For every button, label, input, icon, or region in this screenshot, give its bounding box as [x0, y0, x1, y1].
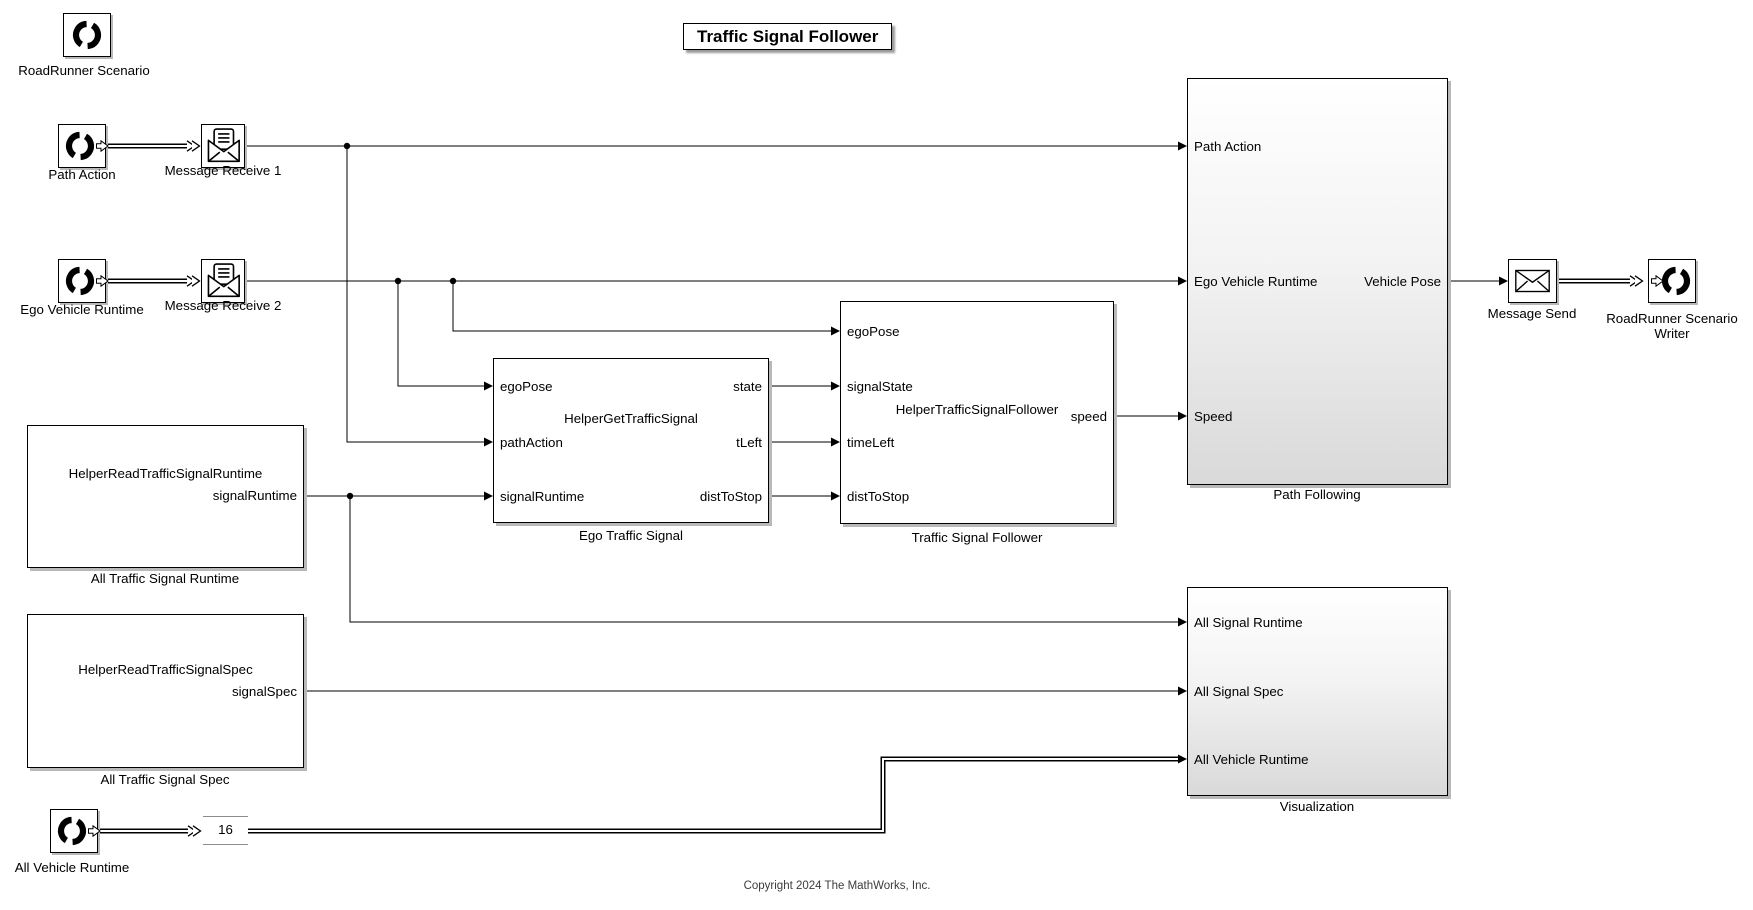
- arrowhead: [1178, 617, 1187, 627]
- output-port-arrow-icon: [88, 825, 101, 837]
- port-label-speed: speed: [1070, 409, 1107, 424]
- copyright-annotation: Copyright 2024 The MathWorks, Inc.: [743, 880, 931, 892]
- block-roadrunner-scenario[interactable]: [63, 13, 111, 57]
- block-name-roadrunner-scenario: RoadRunner Scenario: [18, 63, 150, 78]
- block-queue-capacity[interactable]: 16: [203, 816, 248, 845]
- block-name-roadrunner-scenario-writer: RoadRunner Scenario Writer: [1606, 311, 1738, 341]
- circular-arrows-icon: [72, 20, 102, 50]
- block-title: HelperReadTrafficSignalRuntime: [68, 466, 263, 481]
- block-visualization[interactable]: All Signal Runtime All Signal Spec All V…: [1187, 587, 1448, 796]
- message-line-send-to-writer[interactable]: [1557, 278, 1630, 284]
- block-name-all-traffic-signal-spec: All Traffic Signal Spec: [100, 772, 230, 787]
- block-name-message-send: Message Send: [1487, 306, 1577, 321]
- arrowhead: [1178, 276, 1187, 286]
- port-label-path-action: Path Action: [1194, 139, 1262, 154]
- block-all-traffic-signal-runtime[interactable]: HelperReadTrafficSignalRuntime signalRun…: [27, 425, 304, 568]
- circular-arrows-icon: [57, 816, 87, 846]
- block-path-following[interactable]: Path Action Ego Vehicle Runtime Speed Ve…: [1187, 78, 1448, 485]
- block-name-path-following: Path Following: [1273, 487, 1361, 502]
- arrowhead: [831, 326, 840, 336]
- block-name-message-receive-1: Message Receive 1: [164, 163, 282, 178]
- block-name-traffic-signal-follower: Traffic Signal Follower: [911, 530, 1043, 545]
- port-label-ego-vehicle-runtime: Ego Vehicle Runtime: [1194, 274, 1318, 289]
- port-label-egopose: egoPose: [500, 379, 553, 394]
- message-send-icon: [1515, 269, 1550, 293]
- port-label-disttostop: distToStop: [847, 489, 910, 504]
- circular-arrows-icon: [65, 131, 95, 161]
- port-label-timeleft: timeLeft: [847, 435, 895, 450]
- arrowhead: [484, 491, 493, 501]
- arrowhead: [484, 437, 493, 447]
- message-line-egovehicleruntime[interactable]: [106, 278, 192, 284]
- block-traffic-signal-follower[interactable]: egoPose signalState HelperTrafficSignalF…: [840, 301, 1114, 524]
- output-port-arrow-icon: [96, 275, 109, 287]
- port-label-speed: Speed: [1194, 409, 1233, 424]
- arrowhead: [1499, 276, 1508, 286]
- wire-signalruntime[interactable]: [304, 495, 1178, 623]
- circular-arrows-icon: [65, 266, 95, 296]
- message-line-pathaction[interactable]: [106, 143, 192, 149]
- arrowhead: [1178, 411, 1187, 421]
- port-label-disttostop: distToStop: [699, 489, 762, 504]
- arrowhead: [1178, 754, 1187, 764]
- wire-pathaction-to-pathfollowing[interactable]: [245, 145, 1178, 443]
- port-label-signalstate: signalState: [847, 379, 913, 394]
- block-message-send[interactable]: [1508, 259, 1557, 303]
- output-port-arrow-icon: [96, 140, 109, 152]
- port-label-signalruntime: signalRuntime: [500, 489, 585, 504]
- block-title: HelperGetTrafficSignal: [564, 411, 698, 426]
- arrowhead: [1178, 686, 1187, 696]
- port-label-signalspec: signalSpec: [231, 684, 297, 699]
- port-label-tleft: tLeft: [736, 435, 762, 450]
- block-title: HelperReadTrafficSignalSpec: [78, 662, 253, 677]
- port-label-vehicle-pose: Vehicle Pose: [1364, 274, 1441, 289]
- port-label-egopose: egoPose: [847, 324, 900, 339]
- message-receive-icon: [207, 263, 240, 298]
- circular-arrows-icon: [1661, 266, 1691, 296]
- arrowhead: [831, 381, 840, 391]
- port-label-state: state: [733, 379, 762, 394]
- block-name-ego-vehicle-runtime: Ego Vehicle Runtime: [20, 302, 144, 317]
- port-label-all-vehicle-runtime: All Vehicle Runtime: [1194, 752, 1309, 767]
- block-name-visualization: Visualization: [1279, 799, 1355, 814]
- arrowhead: [831, 437, 840, 447]
- arrowhead: [831, 491, 840, 501]
- port-label-signalruntime: signalRuntime: [212, 488, 297, 503]
- queue-capacity-value: 16: [218, 822, 233, 837]
- block-ego-traffic-signal[interactable]: egoPose HelperGetTrafficSignal pathActio…: [493, 358, 769, 523]
- block-all-traffic-signal-spec[interactable]: HelperReadTrafficSignalSpec signalSpec: [27, 614, 304, 768]
- arrowhead: [484, 381, 493, 391]
- block-name-ego-traffic-signal: Ego Traffic Signal: [579, 528, 683, 543]
- message-receive-icon: [207, 128, 240, 163]
- port-label-pathaction: pathAction: [500, 435, 563, 450]
- block-message-receive-1[interactable]: [201, 124, 245, 168]
- block-title: HelperTrafficSignalFollower: [895, 402, 1059, 417]
- arrowhead: [1178, 141, 1187, 151]
- block-name-all-traffic-signal-runtime: All Traffic Signal Runtime: [90, 571, 240, 586]
- block-name-message-receive-2: Message Receive 2: [164, 298, 282, 313]
- block-message-receive-2[interactable]: [201, 259, 245, 303]
- message-line-queue-to-visualization[interactable]: [248, 756, 1178, 834]
- input-port-arrow-icon: [1651, 275, 1664, 287]
- message-line-allvehicleruntime-to-queue[interactable]: [98, 828, 192, 834]
- port-label-all-signal-runtime: All Signal Runtime: [1194, 615, 1303, 630]
- model-title-annotation: Traffic Signal Follower: [683, 23, 893, 50]
- block-name-path-action: Path Action: [48, 167, 116, 182]
- port-label-all-signal-spec: All Signal Spec: [1194, 684, 1284, 699]
- block-name-all-vehicle-runtime: All Vehicle Runtime: [14, 860, 130, 875]
